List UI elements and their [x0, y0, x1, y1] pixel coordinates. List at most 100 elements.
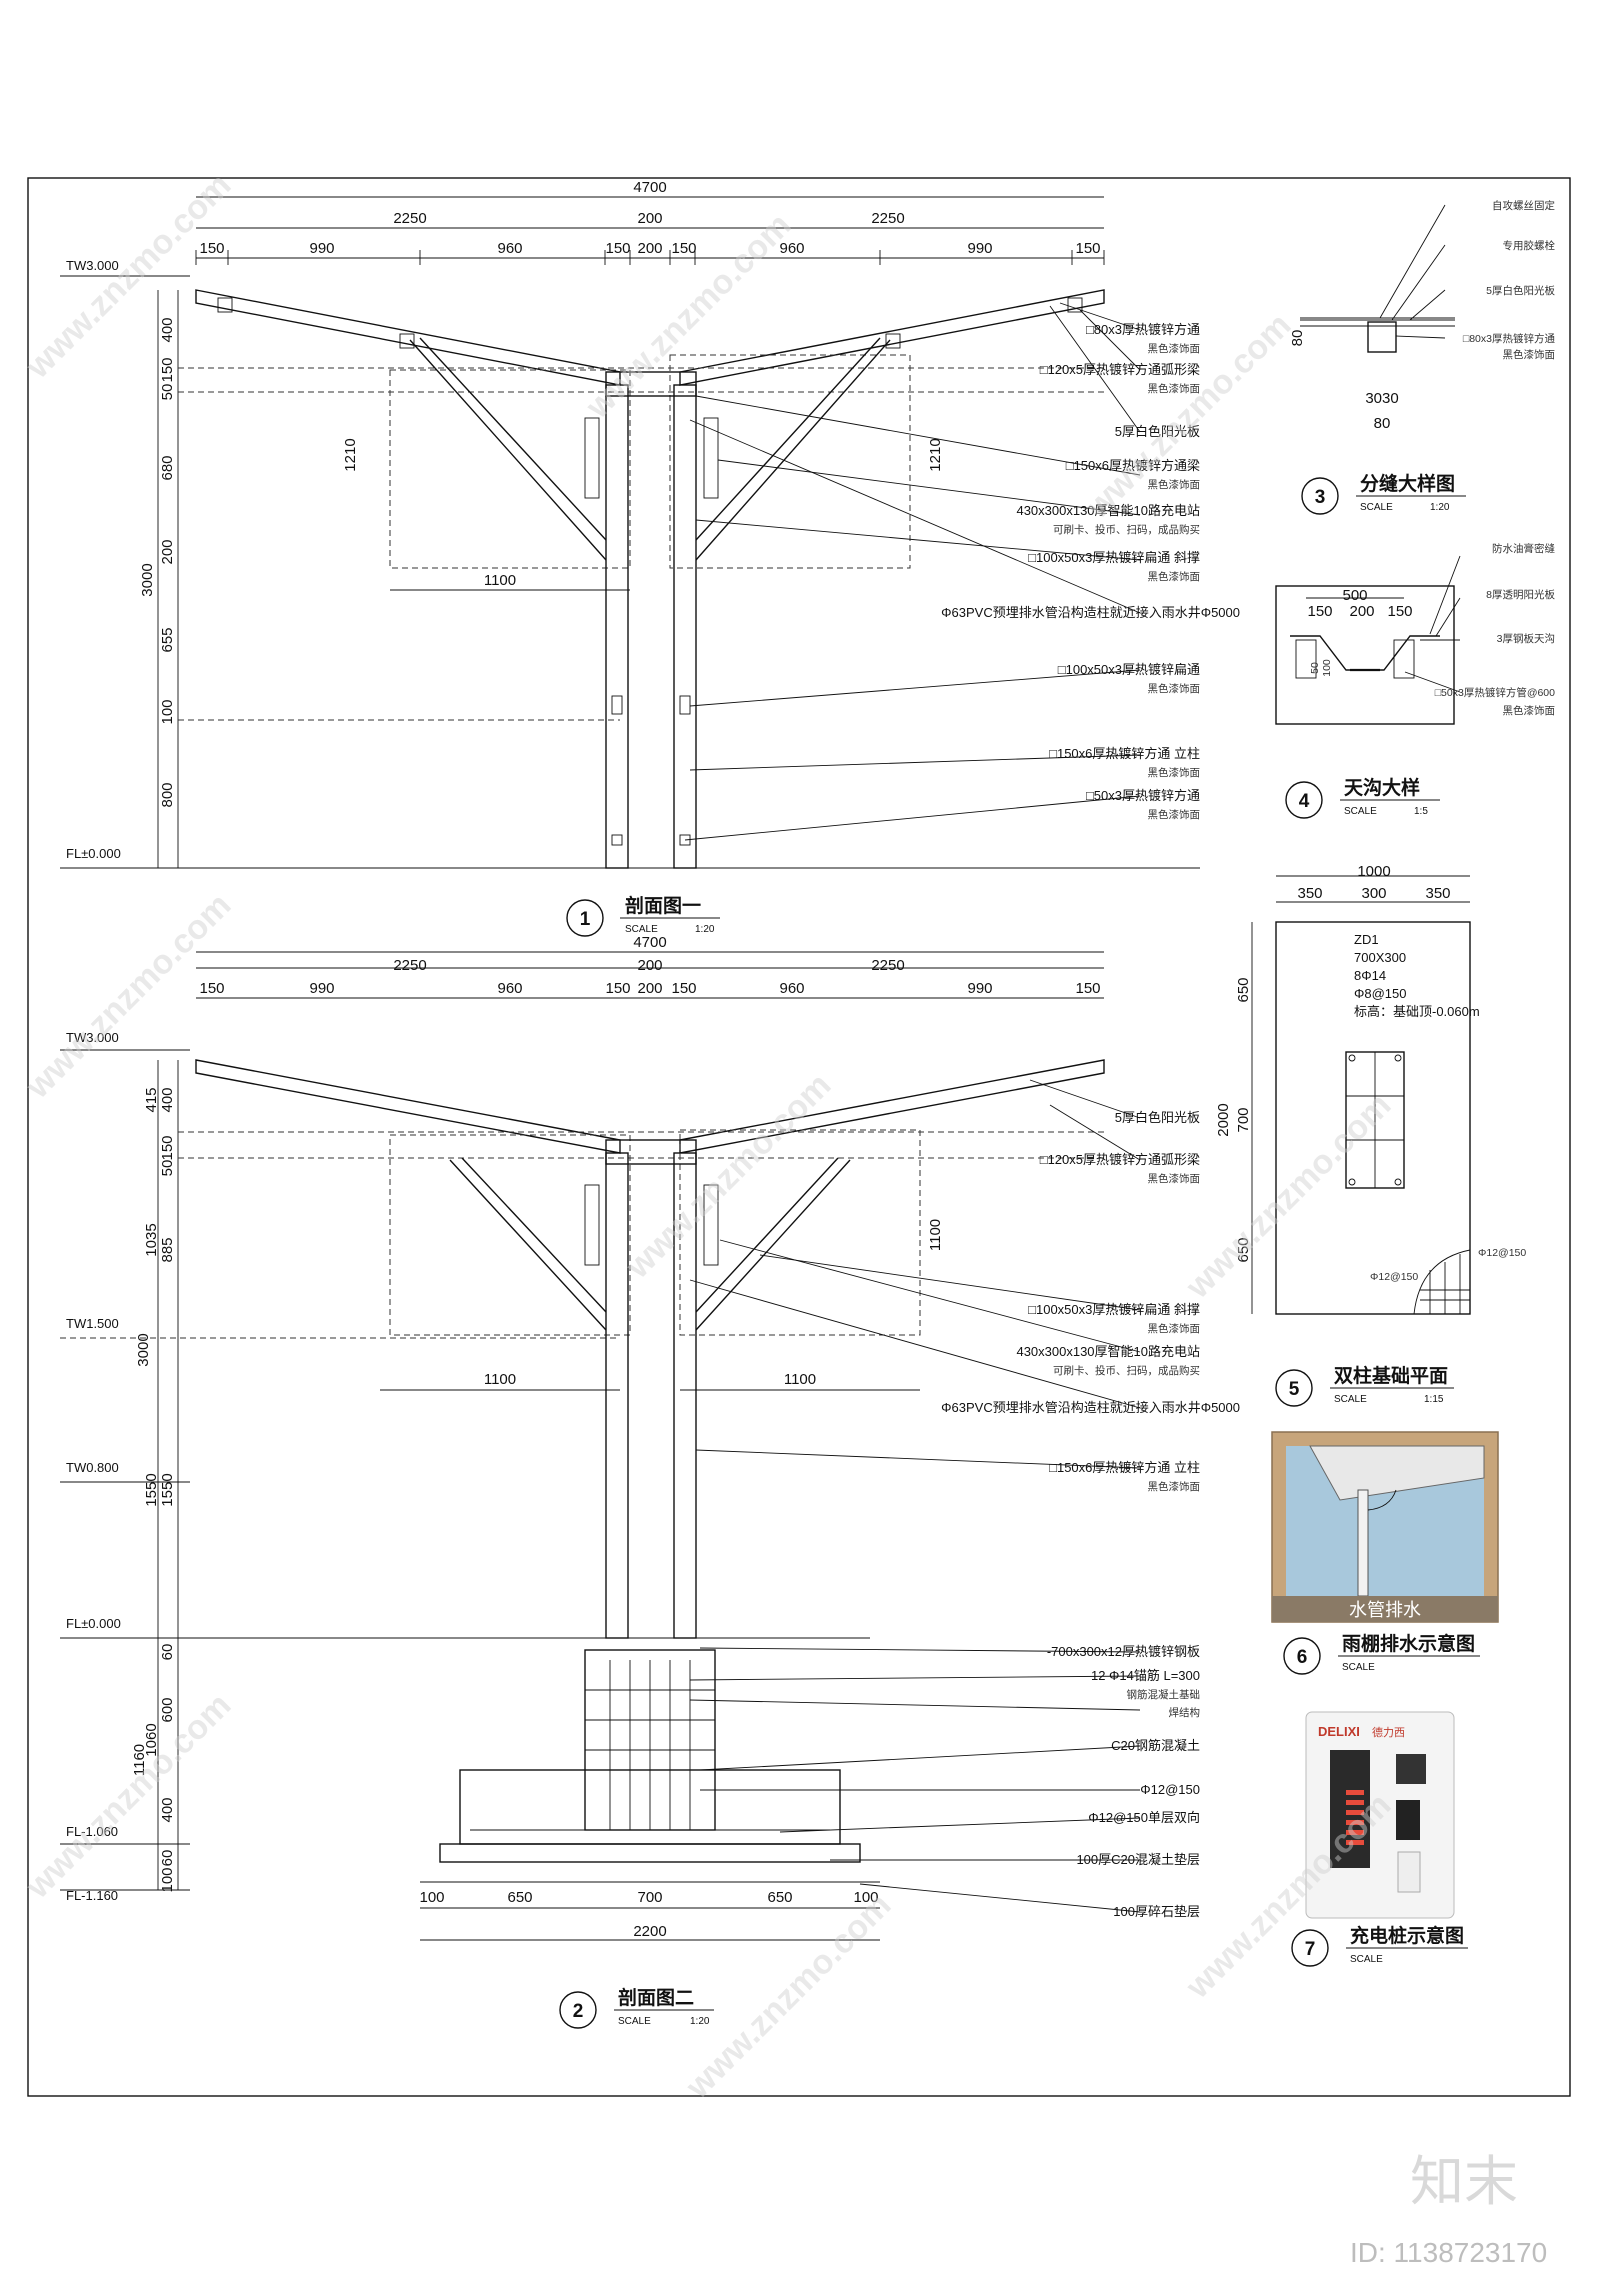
ann-sub: 黑色漆饰面: [1148, 382, 1201, 395]
ann-sub: 黑色漆饰面: [1148, 1322, 1201, 1335]
watermark-text: www.znzmo.com: [18, 1686, 238, 1906]
section-1-number-circle: [566, 899, 604, 937]
ann-main: □150x6厚热镀锌方通梁: [1066, 458, 1200, 473]
bottom-dim: 650: [767, 1889, 792, 1906]
ann-main: □120x5厚热镀锌方通弧形梁: [1040, 1152, 1200, 1167]
dim-seg: 200: [637, 980, 662, 997]
ann-main: 100厚C20混凝土垫层: [1076, 1852, 1200, 1867]
dim-seg: 150: [605, 980, 630, 997]
section-1-number: 1: [580, 909, 591, 930]
vdim: 1060: [143, 1723, 160, 1756]
inner-width: 1100: [484, 572, 516, 589]
dim-seg: 960: [779, 980, 804, 997]
detail-4-dim: 100: [1321, 659, 1333, 677]
detail-3-dim: 80: [1289, 330, 1306, 347]
ann-sub: 钢筋混凝土基础: [1127, 1688, 1201, 1701]
detail-4-label: 防水油膏密缝: [1492, 542, 1555, 555]
detail-4-dim: 500: [1342, 587, 1367, 604]
section-2: 4700 2250 200 2250 150 990 960 150 200 1…: [60, 934, 1240, 2029]
detail-3-label: 专用胶螺栓: [1503, 239, 1556, 252]
detail-4: 500 150 200 150 50 100 防水油膏密缝 8厚透明阳光板 3厚…: [1275, 542, 1555, 819]
detail-4-label: □50x3厚热镀锌方管@600: [1435, 686, 1555, 699]
detail-5: 1000 350 300 350 ZD1 700X300 8Φ14 Φ8@150…: [1215, 863, 1526, 1407]
ann-main: 5厚白色阳光板: [1115, 1110, 1200, 1125]
level-tw3: TW3.000: [66, 258, 119, 273]
vdim: 150: [159, 357, 176, 382]
dim-seg: 990: [967, 980, 992, 997]
inner-height-right: 1210: [927, 438, 944, 471]
detail-3: 自攻螺丝固定 专用胶螺栓 5厚白色阳光板 □80x3厚热镀锌方通 黑色漆饰面 8…: [1289, 199, 1556, 515]
ann-main: □100x50x3厚热镀锌扁通: [1058, 662, 1200, 677]
vdim: 3000: [139, 563, 156, 596]
detail-3-number-circle: [1301, 477, 1339, 515]
vdim: 3000: [135, 1333, 152, 1366]
rebar-label: Φ12@150: [1478, 1247, 1526, 1259]
ann-sub: 黑色漆饰面: [1148, 1480, 1201, 1493]
vdim: 800: [159, 782, 176, 807]
dim-seg: 960: [497, 240, 522, 257]
section-1-title: 剖面图一: [625, 894, 701, 917]
watermark-text: www.znzmo.com: [618, 1066, 838, 1286]
detail-5-dim: 700: [1235, 1107, 1252, 1132]
ann-main: □150x6厚热镀锌方通 立柱: [1049, 746, 1200, 761]
ann-main: □100x50x3厚热镀锌扁通 斜撑: [1028, 550, 1200, 565]
ann-main: Φ12@150: [1140, 1782, 1200, 1797]
ann-main: 430x300x130厚智能10路充电站: [1016, 1344, 1200, 1359]
detail-7: DELIXI 德力西 7 充电桩示意图 SCALE: [1291, 1711, 1468, 1967]
detail-6-title: 雨棚排水示意图: [1342, 1632, 1475, 1655]
detail-3-dim: 80: [1374, 415, 1391, 432]
detail-3-title: 分缝大样图: [1360, 472, 1455, 495]
drainage-photo-caption: 水管排水: [1349, 1600, 1421, 1620]
level-tw3: TW3.000: [66, 1030, 119, 1045]
dim-seg: 150: [199, 980, 224, 997]
bottom-dim: 100: [853, 1889, 878, 1906]
level-fl-116: FL-1.160: [66, 1888, 118, 1903]
scale-value: 1:5: [1414, 806, 1428, 817]
section-2-number-circle: [559, 1991, 597, 2029]
dim-seg: 990: [309, 240, 334, 257]
foundation-elevation: 标高：基础顶-0.060m: [1354, 1004, 1480, 1019]
rebar-label: Φ12@150: [1370, 1271, 1418, 1283]
vdim: 50: [159, 384, 176, 401]
detail-4-label: 3厚钢板天沟: [1497, 632, 1555, 645]
ann-main: □50x3厚热镀锌方通: [1086, 788, 1200, 803]
detail-3-label: □80x3厚热镀锌方通: [1463, 332, 1556, 345]
vdim: 655: [159, 627, 176, 652]
scale-value: 1:20: [695, 924, 715, 935]
vdim: 100: [159, 1867, 176, 1892]
ann-sub: 黑色漆饰面: [1148, 570, 1201, 583]
ann-main: □80x3厚热镀锌方通: [1086, 322, 1200, 337]
detail-4-dim: 200: [1349, 603, 1374, 620]
detail-4-title: 天沟大样: [1344, 776, 1420, 799]
level-tw08: TW0.800: [66, 1460, 119, 1475]
vdim: 1160: [131, 1744, 148, 1776]
scale-label: SCALE: [1360, 502, 1393, 513]
dim-half-right: 2250: [871, 957, 904, 974]
detail-7-number-circle: [1291, 1929, 1329, 1967]
detail-4-number-circle: [1285, 781, 1323, 819]
vdim: 400: [159, 1087, 176, 1112]
detail-5-dim: 350: [1297, 885, 1322, 902]
ann-sub: 可刷卡、投币、扫码，成品购买: [1053, 1364, 1200, 1377]
detail-5-dim: 350: [1425, 885, 1450, 902]
bottom-dim: 700: [637, 1889, 662, 1906]
ann-main: 100厚碎石垫层: [1113, 1904, 1200, 1919]
detail-5-dim: 300: [1361, 885, 1386, 902]
detail-5-number: 5: [1289, 1379, 1300, 1400]
detail-5-dim: 2000: [1215, 1103, 1232, 1136]
vdim: 415: [143, 1087, 160, 1112]
vdim: 885: [159, 1237, 176, 1262]
detail-4-label: 8厚透明阳光板: [1486, 588, 1555, 601]
ann-sub: 可刷卡、投币、扫码，成品购买: [1053, 523, 1200, 536]
section-2-number: 2: [573, 2001, 584, 2022]
watermark-id: ID: 1138723170: [1350, 2237, 1547, 2268]
vdim: 1550: [143, 1473, 160, 1506]
ann-sub: 黑色漆饰面: [1148, 342, 1201, 355]
level-tw15: TW1.500: [66, 1316, 119, 1331]
ann-main: -700x300x12厚热镀锌钢板: [1047, 1644, 1200, 1659]
ann-main: 430x300x130厚智能10路充电站: [1016, 503, 1200, 518]
dim-half-left: 2250: [393, 957, 426, 974]
vdim: 600: [159, 1697, 176, 1722]
dim-seg: 200: [637, 240, 662, 257]
ann-main: □100x50x3厚热镀锌扁通 斜撑: [1028, 1302, 1200, 1317]
